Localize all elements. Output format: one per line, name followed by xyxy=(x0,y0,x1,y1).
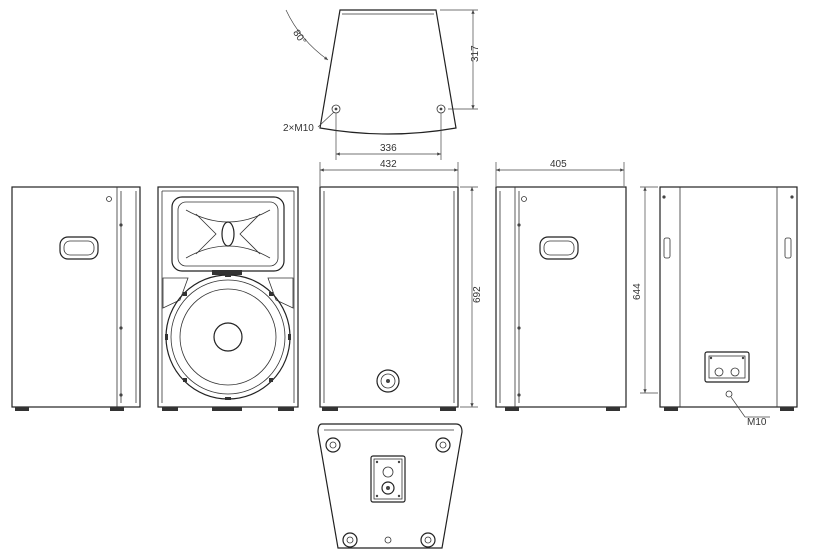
dim-width: 432 xyxy=(380,159,397,170)
back-side-view: 644 M10 xyxy=(632,186,798,428)
rigging-point-label: M10 xyxy=(747,417,767,428)
bottom-view xyxy=(317,423,463,549)
front-view xyxy=(157,186,299,411)
left-side-view xyxy=(11,186,141,411)
right-side-view: 405 xyxy=(495,159,627,411)
rear-view: 692 xyxy=(319,186,483,411)
dim-mount-spacing: 336 xyxy=(380,143,397,154)
dim-depth: 405 xyxy=(550,159,567,170)
dim-top-depth: 317 xyxy=(470,45,481,62)
top-view: 80° 317 2×M10 336 xyxy=(283,9,481,160)
mounting-points-label: 2×M10 xyxy=(283,123,314,134)
angle-label: 80° xyxy=(290,28,308,47)
dim-height-side: 644 xyxy=(632,283,643,300)
width-dimension: 432 xyxy=(319,159,459,186)
dim-height-total: 692 xyxy=(472,286,483,303)
woofer-mounting-tabs xyxy=(165,274,291,400)
